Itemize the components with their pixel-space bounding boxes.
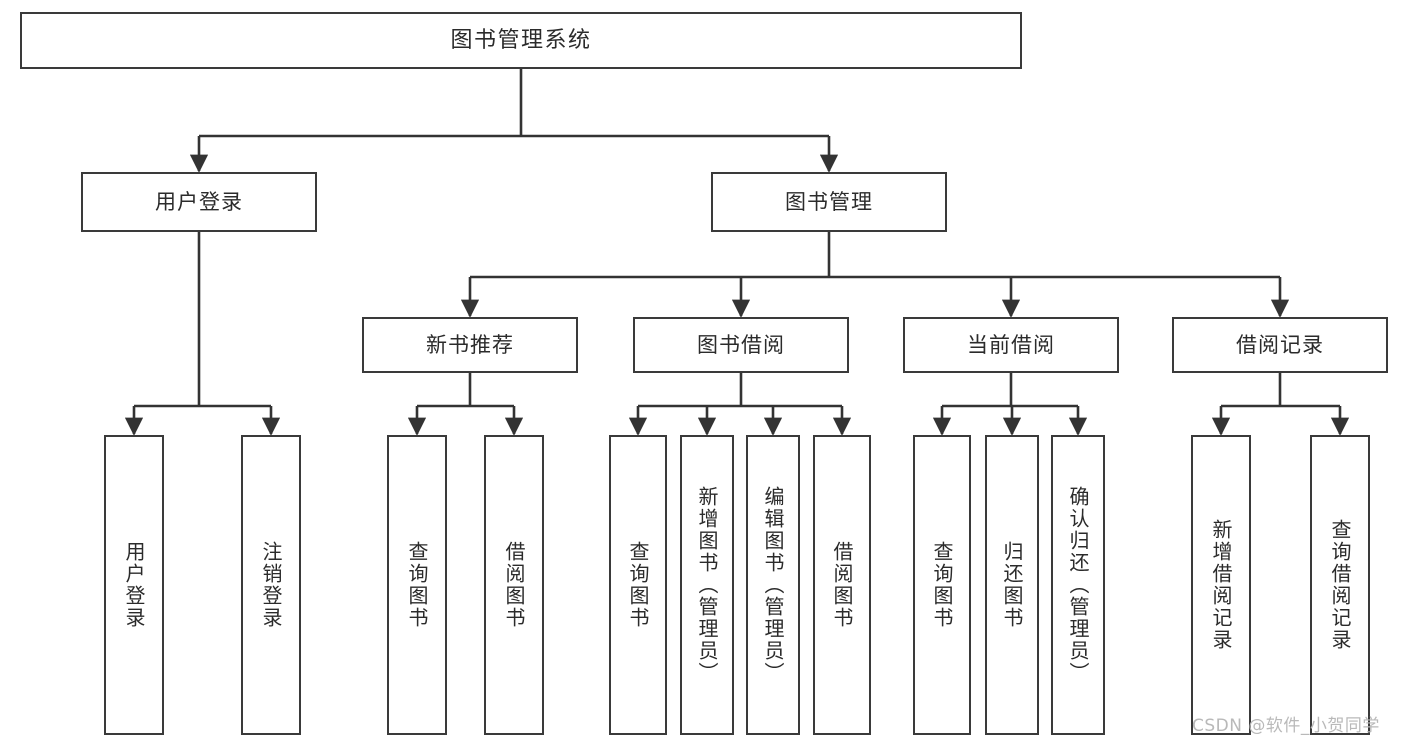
node-label-leaf-query-book-borrow: 查询图书: [626, 541, 650, 629]
node-leaf-user-logout[interactable]: 注销登录: [241, 435, 301, 735]
node-label-book-borrow: 图书借阅: [697, 332, 785, 357]
node-label-user-login: 用户登录: [155, 189, 243, 214]
node-leaf-query-book-rec[interactable]: 查询图书: [387, 435, 447, 735]
node-leaf-query-record[interactable]: 查询借阅记录: [1310, 435, 1370, 735]
node-label-leaf-confirm-return: 确认归还（管理员）: [1066, 486, 1090, 684]
node-leaf-add-book[interactable]: 新增图书（管理员）: [680, 435, 734, 735]
node-label-borrow-record: 借阅记录: [1236, 332, 1324, 357]
watermark: CSDN @软件_小贺同学: [1192, 716, 1380, 736]
node-label-new-book-recommend: 新书推荐: [426, 332, 514, 357]
node-root[interactable]: 图书管理系统: [20, 12, 1022, 69]
node-label-leaf-borrow-book-rec: 借阅图书: [502, 541, 526, 629]
node-leaf-query-book-cur[interactable]: 查询图书: [913, 435, 971, 735]
node-label-leaf-user-logout: 注销登录: [259, 541, 283, 629]
node-leaf-edit-book[interactable]: 编辑图书（管理员）: [746, 435, 800, 735]
node-label-leaf-user-login: 用户登录: [122, 541, 146, 629]
node-label-leaf-edit-book: 编辑图书（管理员）: [761, 486, 785, 684]
node-book-manage[interactable]: 图书管理: [711, 172, 947, 232]
node-label-leaf-query-record: 查询借阅记录: [1328, 519, 1352, 651]
node-book-borrow[interactable]: 图书借阅: [633, 317, 849, 373]
node-leaf-return-book[interactable]: 归还图书: [985, 435, 1039, 735]
node-label-leaf-borrow-book: 借阅图书: [830, 541, 854, 629]
node-label-current-borrow: 当前借阅: [967, 332, 1055, 357]
node-label-leaf-query-book-cur: 查询图书: [930, 541, 954, 629]
node-label-leaf-return-book: 归还图书: [1000, 541, 1024, 629]
node-label-leaf-query-book-rec: 查询图书: [405, 541, 429, 629]
node-borrow-record[interactable]: 借阅记录: [1172, 317, 1388, 373]
node-leaf-borrow-book-rec[interactable]: 借阅图书: [484, 435, 544, 735]
node-new-book-recommend[interactable]: 新书推荐: [362, 317, 578, 373]
node-user-login[interactable]: 用户登录: [81, 172, 317, 232]
node-leaf-borrow-book[interactable]: 借阅图书: [813, 435, 871, 735]
node-label-book-manage: 图书管理: [785, 189, 873, 214]
node-leaf-user-login[interactable]: 用户登录: [104, 435, 164, 735]
node-leaf-add-record[interactable]: 新增借阅记录: [1191, 435, 1251, 735]
node-label-root: 图书管理系统: [450, 27, 592, 53]
node-leaf-query-book-borrow[interactable]: 查询图书: [609, 435, 667, 735]
node-current-borrow[interactable]: 当前借阅: [903, 317, 1119, 373]
node-leaf-confirm-return[interactable]: 确认归还（管理员）: [1051, 435, 1105, 735]
node-label-leaf-add-record: 新增借阅记录: [1209, 519, 1233, 651]
node-label-leaf-add-book: 新增图书（管理员）: [695, 486, 719, 684]
